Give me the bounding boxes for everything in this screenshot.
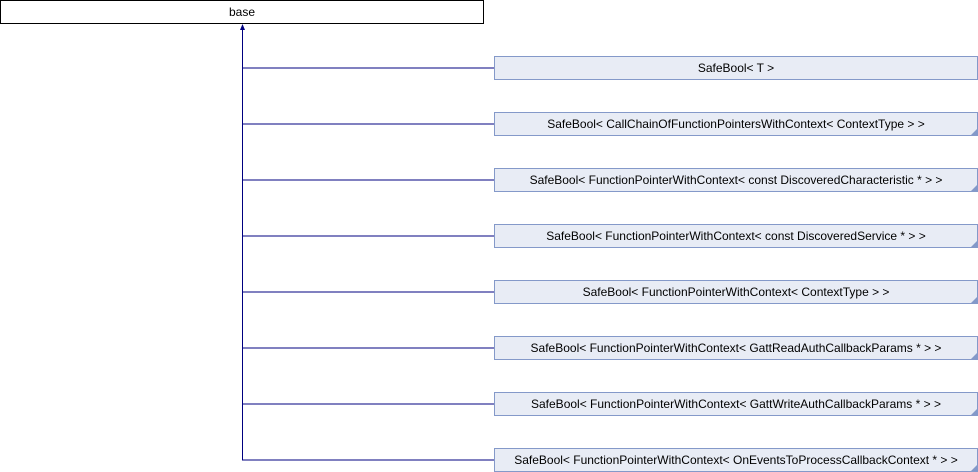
derived-class-node[interactable]: SafeBool< CallChainOfFunctionPointersWit…: [494, 112, 978, 136]
derived-class-node[interactable]: SafeBool< FunctionPointerWithContext< Co…: [494, 280, 978, 304]
derived-class-node[interactable]: SafeBool< FunctionPointerWithContext< Ga…: [494, 336, 978, 360]
base-class-node[interactable]: base: [0, 0, 484, 24]
arrowhead-icon: [240, 24, 245, 30]
derived-class-node[interactable]: SafeBool< FunctionPointerWithContext< co…: [494, 224, 978, 248]
derived-class-node[interactable]: SafeBool< T >: [494, 56, 978, 80]
derived-class-node[interactable]: SafeBool< FunctionPointerWithContext< Ga…: [494, 392, 978, 416]
derived-class-node[interactable]: SafeBool< FunctionPointerWithContext< co…: [494, 168, 978, 192]
derived-class-node[interactable]: SafeBool< FunctionPointerWithContext< On…: [494, 448, 978, 472]
